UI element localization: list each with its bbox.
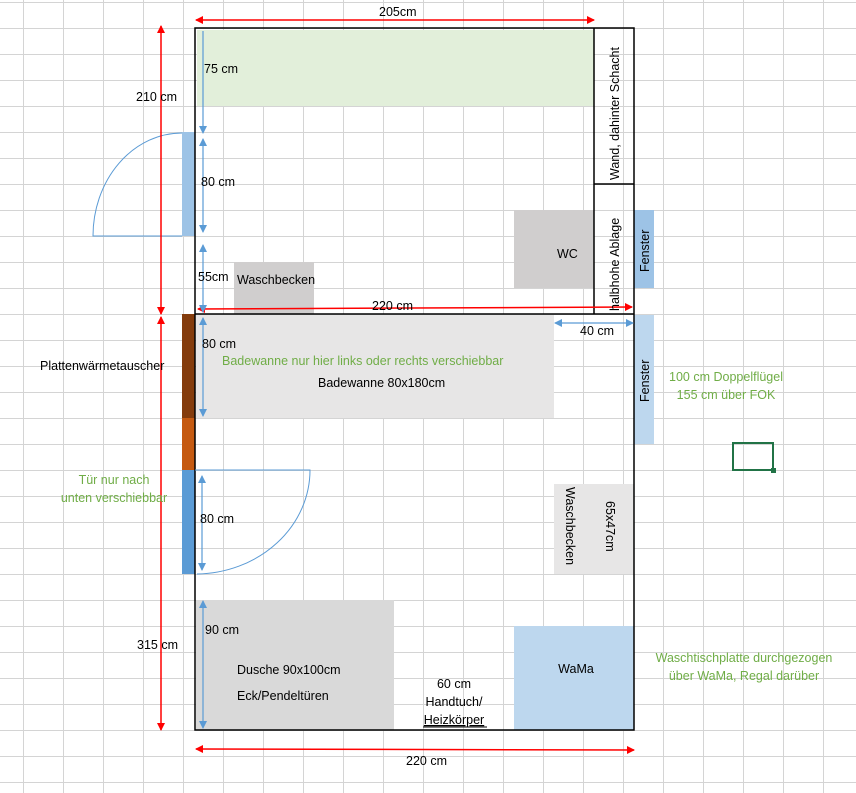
door-swing-bottom bbox=[195, 469, 311, 575]
heat-exchanger bbox=[182, 314, 195, 418]
heat-exchanger-extension bbox=[182, 418, 195, 470]
label-top-width: 205cm bbox=[379, 5, 417, 19]
label-shower-depth: 90 cm bbox=[205, 623, 239, 637]
label-lower-height: 315 cm bbox=[137, 638, 178, 652]
window-bottom bbox=[634, 315, 654, 444]
label-half-shelf: halbhohe Ablage bbox=[608, 218, 622, 311]
note-window-1: 100 cm Doppelflügel bbox=[669, 370, 783, 384]
label-bathtub: Badewanne 80x180cm bbox=[318, 376, 445, 390]
label-door-top: 80 cm bbox=[201, 175, 235, 189]
fill-handle[interactable] bbox=[771, 468, 776, 473]
dim-bottom-width bbox=[195, 745, 635, 754]
window-top bbox=[634, 210, 654, 288]
note-counter-2: über WaMa, Regal darüber bbox=[669, 669, 819, 683]
label-sink-top: Waschbecken bbox=[237, 273, 315, 287]
wc bbox=[514, 210, 594, 288]
label-door-bottom: 80 cm bbox=[200, 512, 234, 526]
label-upper-height: 210 cm bbox=[136, 90, 177, 104]
selected-cell[interactable] bbox=[732, 442, 776, 473]
sink-top bbox=[234, 262, 314, 314]
label-middle-width: 220 cm bbox=[372, 299, 413, 313]
bathtub bbox=[196, 315, 554, 418]
label-shower: Dusche 90x100cm bbox=[237, 663, 341, 677]
label-storage: 75 cm bbox=[204, 62, 238, 76]
note-bathtub: Badewanne nur hier links oder rechts ver… bbox=[222, 354, 503, 368]
sink-right bbox=[554, 484, 634, 574]
label-wall-shaft: Wand, dahinter Schacht bbox=[608, 47, 622, 180]
label-shower-doors: Eck/Pendeltüren bbox=[237, 689, 329, 703]
label-window-bottom: Fenster bbox=[638, 360, 652, 402]
washing-machine bbox=[514, 626, 634, 730]
note-door-1: Tür nur nach bbox=[79, 473, 150, 487]
label-washer: WaMa bbox=[558, 662, 594, 676]
door-swing-top bbox=[92, 132, 183, 237]
label-heat-exchanger: Plattenwärmetauscher bbox=[40, 359, 164, 373]
storage-area bbox=[197, 30, 594, 106]
label-gap-55: 55cm bbox=[198, 270, 229, 284]
note-window-2: 155 cm über FOK bbox=[677, 388, 776, 402]
door-top bbox=[182, 132, 195, 236]
door-bottom bbox=[182, 470, 195, 574]
label-sink-right: Waschbecken bbox=[563, 487, 577, 565]
walls bbox=[194, 27, 635, 731]
note-door-2: unten verschiebbar bbox=[61, 491, 167, 505]
label-tub-width: 80 cm bbox=[202, 337, 236, 351]
label-window-top: Fenster bbox=[638, 230, 652, 272]
label-towel-1: Handtuch/ bbox=[426, 695, 484, 709]
label-right-gap: 40 cm bbox=[580, 324, 614, 338]
label-towel-width: 60 cm bbox=[437, 677, 471, 691]
label-wc: WC bbox=[557, 247, 578, 261]
note-counter-1: Waschtischplatte durchgezogen bbox=[656, 651, 833, 665]
label-bottom-width: 220 cm bbox=[406, 754, 447, 768]
label-sink-right-size: 65x47cm bbox=[603, 501, 617, 552]
dim-middle-width bbox=[197, 303, 633, 313]
shower bbox=[196, 600, 394, 730]
label-towel-2: Heizkörper bbox=[424, 713, 484, 727]
